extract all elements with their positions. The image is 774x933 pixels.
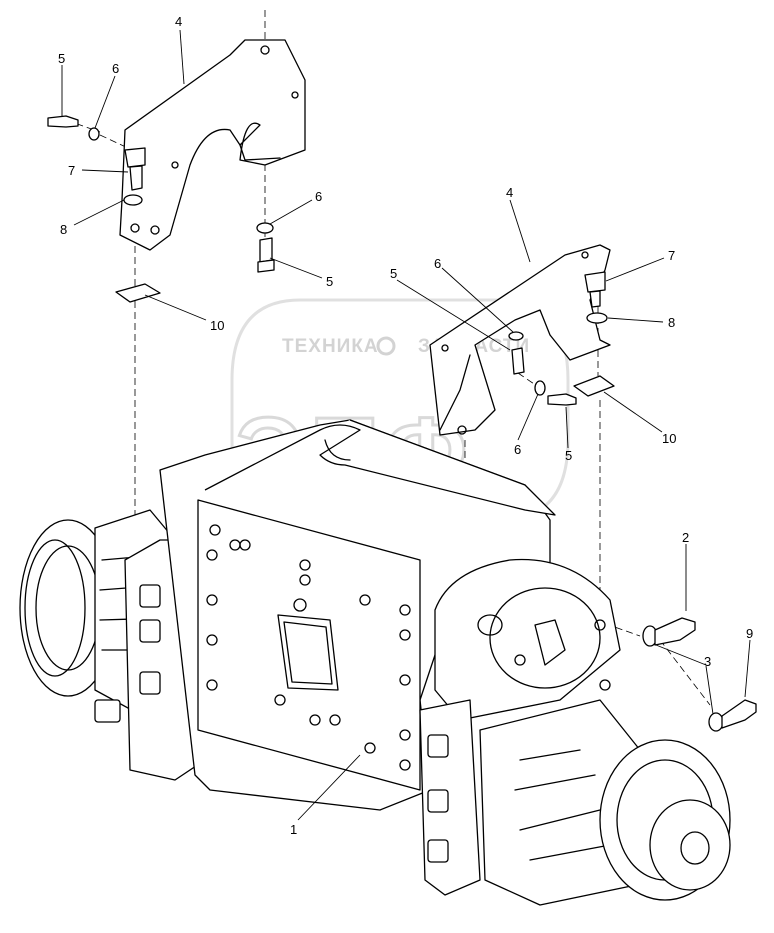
fasteners <box>47 115 757 732</box>
callout-7-right: 7 <box>668 248 675 263</box>
callout-4-lower: 4 <box>506 185 513 200</box>
callout-1: 1 <box>290 822 297 837</box>
callout-2: 2 <box>682 530 689 545</box>
callout-6-lower: 6 <box>514 442 521 457</box>
callout-8-right: 8 <box>668 315 675 330</box>
callout-5-center: 5 <box>326 274 333 289</box>
leader-lines <box>61 29 751 821</box>
callout-4-upper: 4 <box>175 14 182 29</box>
upper-bracket-right <box>429 244 611 436</box>
callout-10-left: 10 <box>210 318 224 333</box>
callout-10-right: 10 <box>662 431 676 446</box>
watermark-gear-icon <box>376 336 396 356</box>
upper-bracket-left <box>119 39 306 251</box>
callout-7-upper-left: 7 <box>68 163 75 178</box>
callout-5-lower: 5 <box>565 448 572 463</box>
axle-assembly <box>19 419 731 906</box>
callout-3: 3 <box>704 654 711 669</box>
callout-8-upper-left: 8 <box>60 222 67 237</box>
callout-9: 9 <box>746 626 753 641</box>
callout-5-mid: 5 <box>390 266 397 281</box>
callout-6-center: 6 <box>315 189 322 204</box>
callout-5-upper-left: 5 <box>58 51 65 66</box>
callout-6-mid: 6 <box>434 256 441 271</box>
callout-6-upper-left: 6 <box>112 61 119 76</box>
watermark-left-word: ТЕХНИКА <box>282 336 379 357</box>
callouts: 4 5 6 7 8 6 5 10 4 5 6 7 8 6 5 10 2 3 9 … <box>58 14 753 837</box>
